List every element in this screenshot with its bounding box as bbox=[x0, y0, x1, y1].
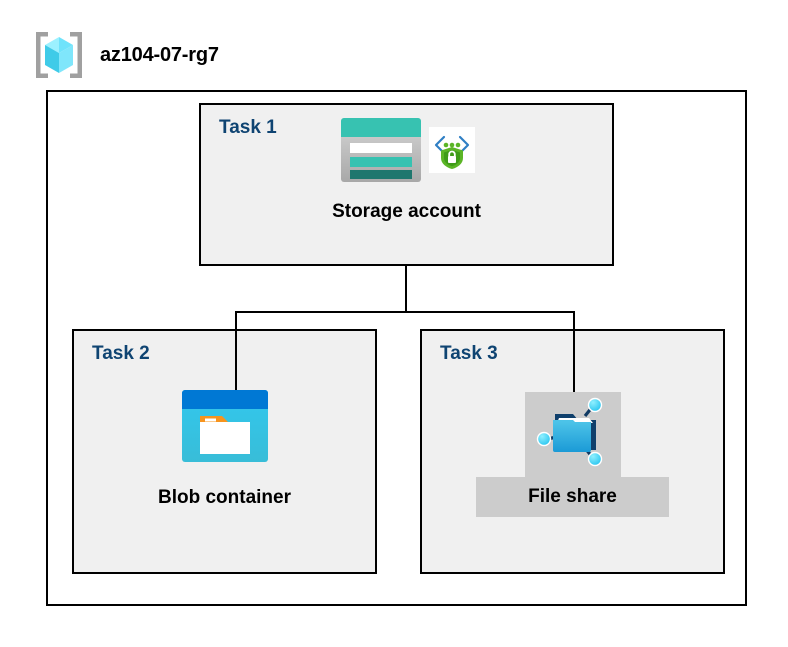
node-file-share[interactable]: File share bbox=[420, 392, 725, 517]
blob-container-icon bbox=[180, 388, 270, 469]
storage-account-icon bbox=[339, 116, 423, 189]
node-caption-file-share: File share bbox=[528, 486, 617, 507]
node-caption-storage-account: Storage account bbox=[332, 201, 481, 222]
connector-horizontal-bar bbox=[235, 311, 575, 313]
file-share-caption-highlight: File share bbox=[476, 477, 669, 517]
node-blob-container[interactable]: Blob container bbox=[72, 388, 377, 509]
storage-account-icon-row bbox=[339, 116, 475, 189]
task-label-2: Task 2 bbox=[92, 343, 150, 364]
task-label-3: Task 3 bbox=[440, 343, 498, 364]
security-shield-icon bbox=[428, 127, 475, 178]
node-caption-blob-container: Blob container bbox=[157, 487, 291, 508]
file-share-icon-highlight bbox=[524, 392, 621, 479]
resource-group-icon bbox=[32, 28, 86, 82]
node-storage-account[interactable]: Storage account bbox=[199, 116, 614, 223]
connector-to-blob bbox=[235, 311, 237, 391]
resource-group-header: az104-07-rg7 bbox=[32, 28, 219, 82]
connector-to-file-share bbox=[573, 311, 575, 393]
file-share-icon bbox=[535, 396, 611, 473]
page-title: az104-07-rg7 bbox=[100, 43, 219, 66]
task-label-1: Task 1 bbox=[219, 117, 277, 138]
connector-storage-trunk bbox=[405, 266, 407, 313]
